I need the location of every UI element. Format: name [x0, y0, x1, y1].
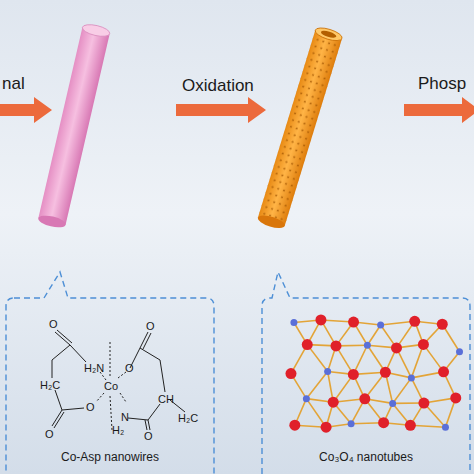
nanotube-rod — [256, 25, 343, 230]
atom-label: O — [125, 362, 134, 374]
atom-label: Co — [104, 380, 118, 392]
atom-label: CH — [158, 393, 174, 405]
node-caption: Co₃O₄ nanotubes — [319, 450, 413, 464]
atom-label: H₂C — [178, 412, 198, 424]
atom-label: H₂ — [112, 424, 124, 436]
atom-label: H₂N — [84, 362, 104, 374]
callout-box — [262, 272, 470, 474]
step-label: Oxidation — [182, 76, 254, 96]
atom-label: H₂C — [40, 379, 60, 391]
atom-label: O — [144, 430, 153, 442]
callout-box: Co₃O₄ nanotubes — [262, 298, 470, 474]
atom-label: N — [121, 411, 129, 423]
nanowire-rod — [37, 22, 111, 229]
node-caption: Co-Asp nanowires — [61, 450, 159, 464]
callout-box — [6, 272, 214, 474]
step-label: nal — [2, 74, 25, 94]
molecule-bonds — [52, 330, 185, 430]
atom-label: O — [45, 428, 54, 440]
step-label: Phosp — [418, 74, 466, 94]
atom-label: O — [86, 401, 95, 413]
crystal-structure — [285, 314, 463, 432]
atom-label: O — [146, 320, 155, 332]
atom-label: O — [49, 318, 58, 330]
